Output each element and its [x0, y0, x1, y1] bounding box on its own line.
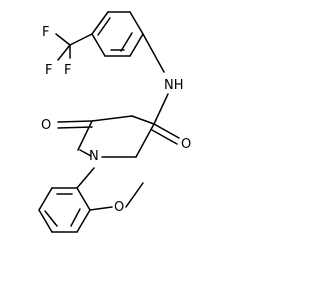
bond	[69, 33, 93, 46]
bond	[142, 33, 165, 73]
bond	[91, 11, 109, 35]
bond	[38, 187, 53, 211]
bond	[129, 33, 144, 57]
bond	[79, 149, 92, 157]
bond	[125, 182, 144, 208]
bond	[38, 209, 53, 233]
bond	[57, 126, 93, 129]
amide-oxygen-label: O	[181, 137, 191, 152]
bond	[76, 209, 91, 233]
lactam-oxygen-label: O	[41, 118, 51, 133]
fluorine-atom-label: F	[42, 25, 49, 40]
molecule-structure: F F F NH O O N O	[38, 11, 191, 233]
bond	[153, 93, 169, 125]
bond	[97, 17, 111, 36]
fluorine-atom-label: F	[45, 63, 52, 78]
bond	[91, 115, 133, 122]
bond	[77, 120, 93, 151]
bond	[55, 33, 71, 46]
bond	[70, 208, 81, 227]
bond	[129, 11, 144, 35]
bond	[89, 206, 113, 211]
ring-nitrogen-label: N	[89, 149, 99, 164]
methoxy-oxygen-label: O	[114, 200, 124, 215]
bond	[57, 44, 71, 61]
bond	[135, 123, 155, 158]
bond	[76, 187, 91, 211]
fluorine-atom-label: F	[64, 63, 71, 78]
bond	[153, 123, 180, 139]
bond	[151, 129, 178, 145]
bond	[76, 167, 95, 189]
bond	[44, 210, 58, 227]
amide-nh-label: NH	[164, 78, 184, 93]
bond	[91, 33, 106, 57]
bond	[131, 115, 155, 125]
bond	[120, 32, 133, 52]
bond	[57, 120, 93, 123]
